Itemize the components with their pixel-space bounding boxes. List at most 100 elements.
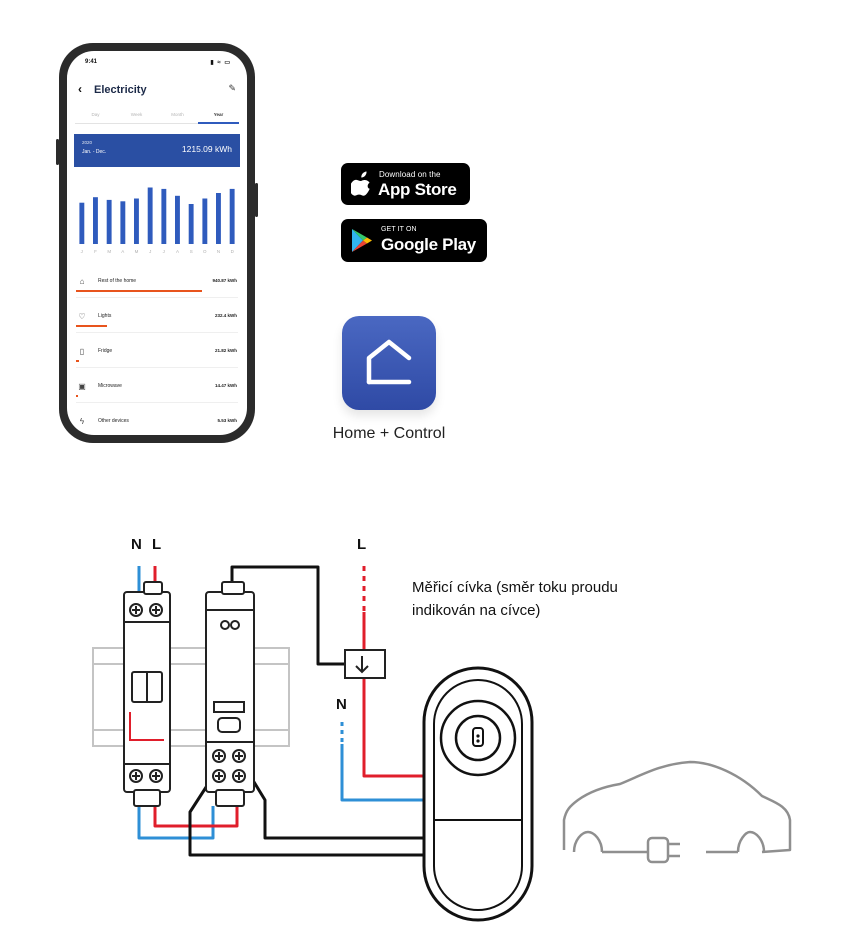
home-control-app-icon[interactable] <box>342 316 436 410</box>
month-tick-label: J <box>81 249 83 254</box>
app-store-badge[interactable]: Download on the App Store <box>341 163 470 205</box>
pencil-icon[interactable]: ✎ <box>228 83 236 93</box>
neutral-feed-wire <box>340 744 430 802</box>
bar-6 <box>161 188 167 244</box>
consumer-share-track <box>76 395 238 397</box>
google-play-icon <box>352 229 372 252</box>
month-tick-label: J <box>163 249 165 254</box>
tab-week[interactable]: Week <box>130 112 143 117</box>
fridge-icon: ▯ <box>79 347 85 356</box>
consumer-label: Fridge <box>98 348 113 354</box>
consumer-label: Other devices <box>98 418 129 424</box>
month-tick-label: N <box>217 249 220 254</box>
month-tick-label: A <box>121 249 124 254</box>
month-tick-label: M <box>135 249 139 254</box>
bar-7 <box>175 195 180 244</box>
row-divider <box>76 367 238 368</box>
consumer-share-track <box>76 360 238 362</box>
coil-signal-wire <box>230 565 345 666</box>
total-banner: 2020 Jan. - Dec. 1215.09 kWh <box>74 134 240 167</box>
neutral-label-top: N <box>131 536 142 553</box>
tab-year[interactable]: Year <box>213 112 224 117</box>
banner-total: 1215.09 kWh <box>181 144 232 154</box>
consumer-share-track <box>76 325 238 327</box>
live-feed-label: L <box>357 536 367 553</box>
bolt-icon: ϟ <box>79 417 85 426</box>
consumer-share-bar <box>76 290 203 292</box>
tab-day[interactable]: Day <box>91 112 100 117</box>
row-divider <box>76 332 238 333</box>
consumer-share-bar <box>76 395 79 397</box>
bar-0 <box>79 202 85 244</box>
bar-1 <box>93 197 98 244</box>
consumer-row[interactable]: ▣ Microwave 14.47 kWh <box>67 382 247 416</box>
coil-note-line-1: Měřicí cívka (směr toku proudu <box>412 579 618 596</box>
page-title: Electricity <box>94 84 147 96</box>
measuring-coil-note: Měřicí cívka (směr toku proudu indikován… <box>412 576 662 622</box>
month-tick-label: F <box>94 249 97 254</box>
consumer-share-bar <box>76 325 107 327</box>
google-play-big-text: Google Play <box>381 235 476 254</box>
consumer-value: 5.53 kWh <box>217 418 237 423</box>
bar-5 <box>147 187 153 244</box>
microwave-icon: ▣ <box>78 382 86 391</box>
app-header: ‹ Electricity ✎ <box>67 82 247 98</box>
bar-10 <box>216 193 221 244</box>
app-store-big-text: App Store <box>378 180 457 199</box>
bar-9 <box>202 198 208 244</box>
consumer-value: 940.87 kWh <box>212 278 237 283</box>
banner-range: Jan. - Dec. <box>82 149 107 155</box>
tab-month[interactable]: Month <box>171 112 184 117</box>
consumer-value: 14.47 kWh <box>214 383 237 388</box>
bar-2 <box>106 199 112 244</box>
phone-screen: 9:41 ▮ ≈ ▭ ‹ Electricity ✎ Day Week Mont… <box>67 51 247 435</box>
live-link-wire <box>153 806 239 828</box>
month-tick-label: D <box>231 249 235 254</box>
apple-icon <box>351 171 370 196</box>
neutral-feed-label: N <box>336 696 347 713</box>
consumer-value: 232.4 kWh <box>214 313 237 318</box>
google-play-badge[interactable]: GET IT ON Google Play <box>341 219 487 262</box>
month-tick-label: O <box>203 249 207 254</box>
phone-mockup: 9:41 ▮ ≈ ▭ ‹ Electricity ✎ Day Week Mont… <box>56 43 258 443</box>
active-tab-indicator <box>198 122 239 124</box>
bar-11 <box>229 188 235 244</box>
status-icons: ▮ ≈ ▭ <box>210 60 231 66</box>
power-button <box>255 183 258 217</box>
back-arrow-icon[interactable]: ‹ <box>78 82 82 96</box>
din-rail <box>92 647 290 747</box>
energy-meter-module <box>205 581 255 807</box>
month-tick-label: J <box>149 249 151 254</box>
live-label-top: L <box>152 536 162 553</box>
month-tick-label: M <box>107 249 111 254</box>
consumer-label: Microwave <box>98 383 122 389</box>
circuit-breaker <box>123 581 171 807</box>
row-divider <box>76 297 238 298</box>
bar-3 <box>120 201 126 244</box>
row-divider <box>76 402 238 403</box>
bulb-icon: ♡ <box>78 312 86 321</box>
live-feed-wire <box>362 612 430 778</box>
neutral-link-wire <box>137 806 215 840</box>
consumer-row[interactable]: ϟ Other devices 5.53 kWh <box>67 417 247 435</box>
app-name-label: Home + Control <box>332 425 446 442</box>
consumer-label: Rest of the home <box>98 278 137 284</box>
month-tick-label: S <box>190 249 193 254</box>
wires <box>137 565 430 857</box>
consumer-share-track <box>76 290 238 292</box>
consumer-share-bar <box>76 360 80 362</box>
consumer-label: Lights <box>98 313 112 319</box>
consumer-row[interactable]: ♡ Lights 232.4 kWh <box>67 312 247 346</box>
breaker-internal-mark <box>129 712 164 741</box>
status-time: 9:41 <box>85 59 98 65</box>
volume-button <box>56 139 59 165</box>
app-store-small-text: Download on the <box>379 170 441 179</box>
bar-8 <box>188 204 194 244</box>
banner-year: 2020 <box>82 140 93 145</box>
coil-note-line-2: indikován na cívce) <box>412 602 541 619</box>
bar-4 <box>134 198 139 244</box>
